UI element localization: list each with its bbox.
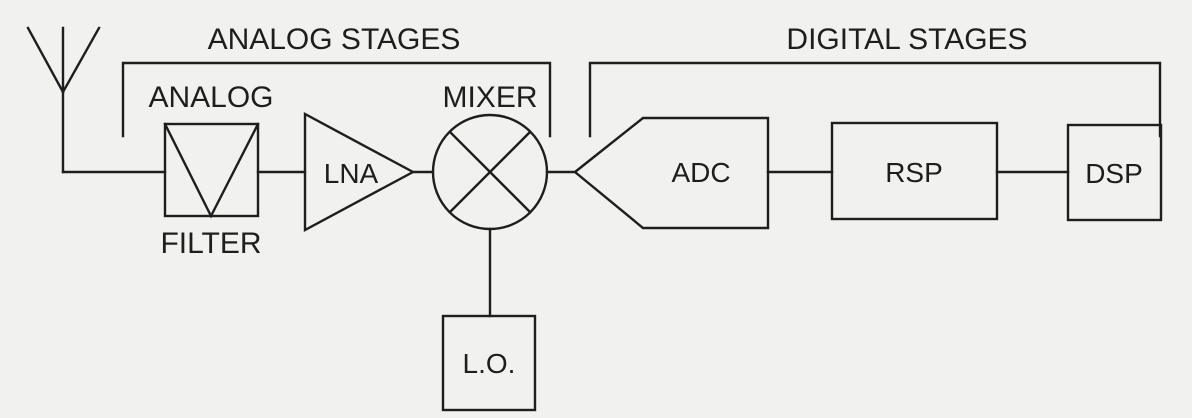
rsp-label: RSP [885, 157, 943, 188]
analog-stages-bracket [121, 61, 552, 138]
analog-stages-label: ANALOG STAGES [208, 23, 461, 56]
dsp-block [1066, 123, 1163, 222]
lo-block [441, 314, 537, 412]
adc-label: ADC [671, 157, 730, 188]
lna-label: LNA [324, 158, 379, 189]
analog-filter-block [163, 122, 260, 219]
mixer-label: MIXER [442, 81, 537, 114]
antenna-icon [26, 26, 101, 174]
filter-label-top: ANALOG [148, 81, 273, 114]
lo-label: L.O. [463, 348, 516, 379]
lna-amplifier-block [303, 111, 416, 233]
digital-stages-bracket [588, 61, 1162, 138]
mixer-symbol [431, 113, 549, 231]
dsp-label: DSP [1085, 158, 1143, 189]
filter-label-bottom: FILTER [160, 227, 261, 260]
digital-stages-label: DIGITAL STAGES [786, 23, 1027, 56]
